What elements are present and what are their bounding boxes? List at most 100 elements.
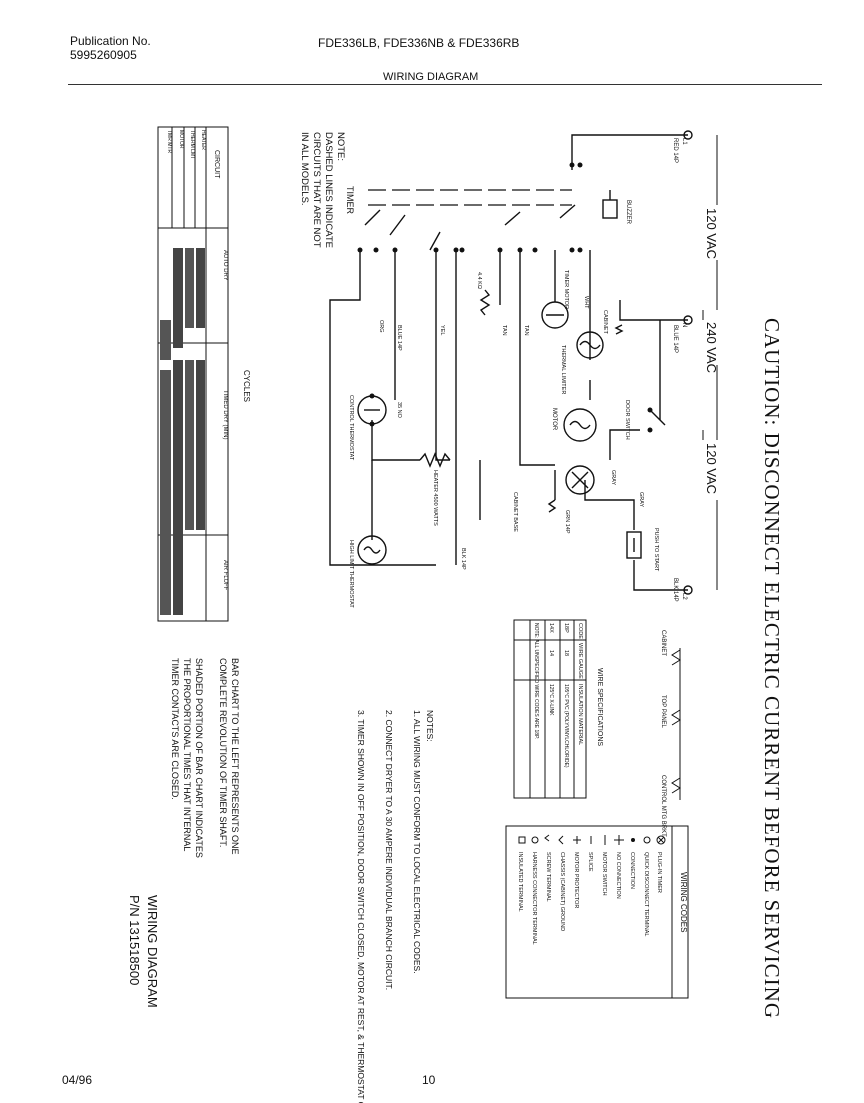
wire-spec-h-gauge: WIRE GAUGE: [577, 643, 583, 679]
notes-item-3: 3. TIMER SHOWN IN OFF POSITION, DOOR SWI…: [356, 710, 366, 1103]
code-plug-in: PLUG-IN TIMER: [656, 852, 662, 893]
blue-label: BLUE 14P: [396, 325, 402, 351]
buzzer: BUZZER: [602, 190, 631, 225]
timer-motor: TIMER MOTOR: [541, 250, 569, 329]
wire-spec-r2-gauge: 14: [548, 650, 554, 656]
circuit-therm: THERM LMT: [189, 130, 195, 159]
blk-label: BLK 14P: [460, 548, 466, 570]
bar-note-2: COMPLETE REVOLUTION OF TIMER SHAFT.: [218, 658, 228, 847]
group-timed-dry: TIMED DRY (MIN): [222, 390, 228, 439]
bar-chart-note: BAR CHART TO THE LEFT REPRESENTS ONE COM…: [170, 658, 240, 858]
section-title: WIRING DIAGRAM: [383, 71, 479, 83]
wire-spec-h-material: INSULATION MATERIAL: [577, 684, 583, 745]
code-motor-protector: MOTOR PROTECTOR: [573, 852, 579, 908]
notes-title: NOTES:: [425, 710, 435, 742]
code-insulated-terminal: INSULATED TERMINAL: [517, 852, 523, 912]
tan-label: TAN: [523, 325, 529, 336]
code-no-connection: NO CONNECTION: [615, 852, 621, 899]
thermal-limiter: THERMAL LIMITER: [560, 331, 604, 394]
thermal-limiter-label: THERMAL LIMITER: [560, 345, 566, 394]
grn-label: GRN 14P: [564, 510, 570, 534]
code-connection: CONNECTION: [629, 852, 635, 889]
wiring-codes-title: WIRING CODES: [679, 872, 688, 932]
voltage-left: 120 VAC: [704, 208, 719, 259]
wht-label: WHT: [583, 296, 589, 309]
wire-spec-r1-material: 105°C PVC (POLYVINYLCHLORIDE): [563, 684, 569, 768]
blue-wire-label: BLUE 14P: [672, 325, 678, 353]
tan-label-2: TAN: [501, 325, 507, 336]
circuit-tmr: TMR MTR: [166, 130, 172, 153]
note-line-1: NOTE:: [335, 132, 346, 161]
notes-item-1: 1. ALL WIRING MUST CONFORM TO LOCAL ELEC…: [412, 710, 422, 974]
timer: TIMER: [345, 162, 583, 253]
cabinet-ground: CABINET CABINET BASE: [512, 310, 624, 532]
push-to-start: PUSH TO START: [626, 528, 659, 572]
code-motor-switch: MOTOR SWITCH: [601, 852, 607, 896]
wire-spec-title: WIRE SPECIFICATIONS: [596, 668, 603, 746]
cycles-shading: [160, 248, 205, 615]
high-limit-label: HIGH LIMIT THERMOSTAT: [348, 540, 354, 608]
wire-specifications-table: WIRE SPECIFICATIONS CODE WIRE GAUGE INSU…: [513, 619, 603, 799]
cycles-title: CYCLES: [242, 370, 251, 402]
code-splice: SPLICE: [587, 852, 593, 872]
main-wires: [329, 134, 688, 591]
cycles-table: CIRCUIT HEATER THERM LMT MOTOR TMR MTR A…: [157, 126, 251, 622]
thermostat-temp-label: 35 NO: [396, 402, 402, 419]
header-rule: [68, 84, 822, 85]
notes-block: NOTES: 1. ALL WIRING MUST CONFORM TO LOC…: [356, 710, 435, 1103]
voltage-mid: 240 VAC: [704, 322, 719, 373]
note-line-2: DASHED LINES INDICATE: [323, 132, 334, 248]
code-quick-disconnect: QUICK DISCONNECT TERMINAL: [643, 852, 649, 936]
cabinet-label: CABINET: [602, 310, 608, 334]
wiring-code-symbols: [518, 834, 666, 845]
publication-block: Publication No. 5995260905: [70, 34, 151, 62]
timer-label: TIMER: [345, 186, 355, 214]
red-wire-label: RED 14P: [672, 138, 678, 163]
gray-label-2: GRAY: [638, 492, 644, 508]
diagram-id-title: WIRING DIAGRAM: [145, 895, 160, 1008]
ground-top-panel: TOP PANEL: [660, 695, 666, 729]
door-switch: DOOR SWITCH: [624, 400, 666, 440]
timer-terminals: [357, 162, 583, 253]
footer-date: 04/96: [62, 1073, 93, 1087]
bar-note-4: THE PROPORTIONAL TIMES THAT INTERNAL: [182, 658, 192, 851]
door-switch-label: DOOR SWITCH: [624, 400, 630, 440]
circuit-header: CIRCUIT: [213, 150, 220, 179]
yel-label: YEL: [439, 325, 445, 335]
wire-spec-note: NOTE: ALL UNSPECIFIED WIRE CODES ARE 18P…: [533, 623, 539, 739]
motor-label: MOTOR: [551, 408, 557, 431]
bar-note-3: SHADED PORTION OF BAR CHART INDICATES: [194, 658, 204, 858]
code-chassis-ground: CHASSIS (CABINET) GROUND: [559, 852, 565, 931]
group-auto-dry: AUTO DRY: [222, 250, 228, 281]
l2-label: L2: [681, 593, 687, 600]
timer-motor-label: TIMER MOTOR: [563, 270, 569, 309]
heater-label: HEATER 4500 WATTS: [432, 470, 438, 526]
high-limit-thermostat: HIGH LIMIT THERMOSTAT: [348, 535, 387, 608]
circuit-motor: MOTOR: [178, 130, 184, 149]
ground-control-brkt: CONTROL MTG BRKT: [660, 775, 666, 837]
ground-cabinet: CABINET: [660, 630, 666, 656]
model-numbers: FDE336LB, FDE336NB & FDE336RB: [318, 36, 520, 50]
wire-spec-r1-gauge: 18: [563, 650, 569, 656]
circuit-heater: HEATER: [200, 130, 206, 150]
wire-spec-r2-code: 14X: [548, 623, 554, 633]
resistor-label: 4.4 KΩ: [476, 272, 482, 289]
buzzer-label: BUZZER: [625, 200, 631, 225]
note-line-4: IN ALL MODELS.: [299, 132, 310, 206]
l1-label: L1: [681, 138, 687, 145]
n-label: N: [681, 323, 687, 327]
push-to-start-label: PUSH TO START: [653, 528, 659, 572]
gray-label: GRAY: [610, 470, 616, 486]
control-thermostat: CONTROL THERMOSTAT 35 NO: [348, 393, 402, 461]
diagram-id-part: P/N 131518500: [127, 895, 142, 985]
diagram-id: WIRING DIAGRAM P/N 131518500: [127, 895, 160, 1008]
resistor: 4.4 KΩ: [476, 272, 491, 316]
code-screw-terminal: SCREW TERMINAL: [545, 852, 551, 902]
motor: MOTOR: [551, 408, 597, 495]
ground-symbols: CABINET TOP PANEL CONTROL MTG BRKT: [660, 630, 681, 837]
voltage-dimensions: 120 VAC 240 VAC 120 VAC: [702, 135, 719, 590]
publication-number: 5995260905: [70, 48, 137, 62]
note-line-3: CIRCUITS THAT ARE NOT: [311, 132, 322, 248]
publication-label: Publication No.: [70, 34, 151, 48]
